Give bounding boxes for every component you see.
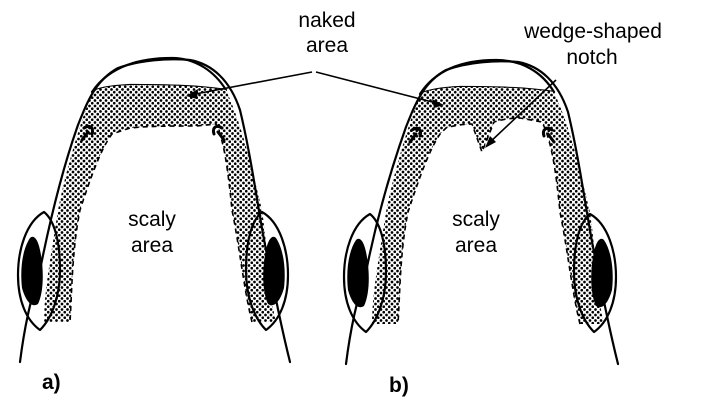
naked-area-label-line2: area — [306, 34, 348, 57]
naked-area-label-line1: naked — [298, 9, 355, 32]
notch-label-line1: wedge-shaped — [523, 20, 662, 43]
scaly-area-label-b-line2: area — [455, 234, 497, 257]
panel-b-label: b) — [389, 374, 409, 397]
panel-a-left-pupil — [21, 237, 43, 305]
panel-b-left-pupil — [347, 239, 369, 307]
notch-label-line2: notch — [566, 46, 617, 69]
panel-a-label: a) — [42, 371, 61, 394]
naked-area-leader-a — [190, 72, 312, 95]
naked-area-leader-b — [316, 72, 440, 104]
scaly-area-label-a-line2: area — [131, 234, 173, 257]
scaly-area-label-b-line1: scaly — [452, 208, 500, 231]
scaly-area-label-a-line1: scaly — [128, 208, 176, 231]
